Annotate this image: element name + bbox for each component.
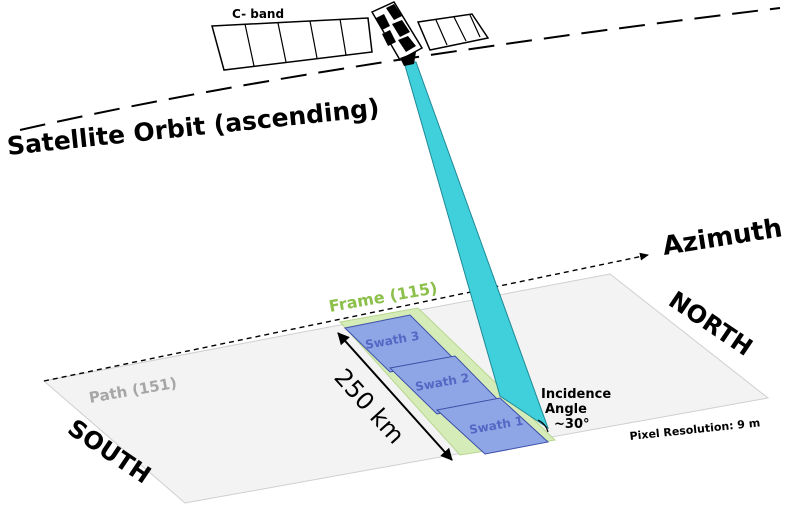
- left-solar-panel: [211, 17, 373, 71]
- incidence-angle-arc: [537, 419, 549, 433]
- azimuth-label: Azimuth: [660, 213, 784, 262]
- incidence-label-line2: Angle: [545, 402, 587, 417]
- distance-arrow: [337, 332, 453, 461]
- swath-1-shape: [435, 397, 550, 455]
- azimuth-line: [43, 252, 649, 382]
- right-solar-panel: [416, 13, 490, 51]
- orbit-line: [19, 7, 781, 131]
- pixel-resolution-label: Pixel Resolution: 9 m: [629, 416, 761, 443]
- incidence-label-line3: ~30°: [554, 417, 589, 432]
- satellite: [211, 1, 490, 71]
- incidence-label-line1: Incidence: [541, 387, 611, 402]
- band-label: C- band: [232, 7, 284, 21]
- orbit-label: Satellite Orbit (ascending): [6, 93, 381, 161]
